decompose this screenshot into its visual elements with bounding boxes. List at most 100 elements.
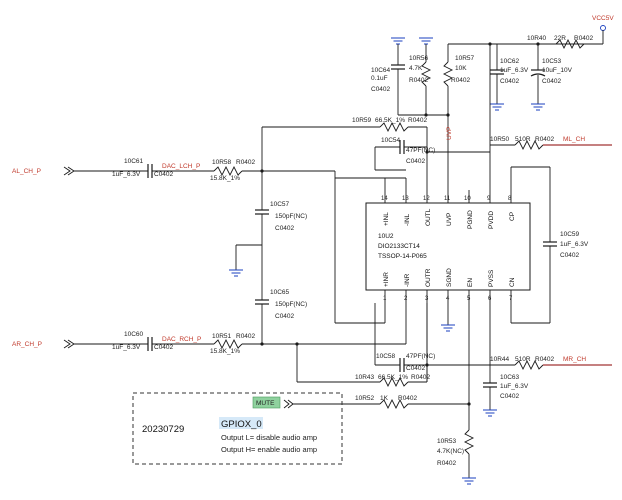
pin-num-9: 9 (487, 196, 491, 202)
enable-network: 10R52 1K R0402 10R53 4.7K(NC) R0402 (292, 303, 476, 485)
c59-pkg: C0402 (560, 252, 580, 259)
pin-name-pvdd: PVDD (488, 211, 495, 229)
net-mr-ch: MR_CH (563, 356, 586, 363)
r50-ref: 10R50 (490, 136, 510, 143)
r58-tol: 15.8K_1% (210, 175, 240, 182)
pin-name-inr-plus: +INR (383, 272, 390, 287)
r53-pkg: R0402 (437, 460, 457, 467)
pin-name-inr-minus: -INR (404, 273, 411, 287)
c53-pkg: C0402 (542, 78, 562, 85)
pin-num-7: 7 (509, 296, 513, 302)
mute-annotation: MUTE 20230729 GPIOX_0 Output L= disable … (132, 392, 343, 465)
c54-pkg: C0402 (406, 158, 426, 165)
r58-ref: 10R58 (212, 159, 232, 166)
r43-pkg: R0402 (411, 374, 431, 381)
pin-num-4: 4 (446, 296, 450, 302)
r59-pkg: R0402 (408, 117, 428, 124)
right-input-path: AR_CH_P 10C60 1uF_6.3V C0402 DAC_RCH_P 1… (12, 289, 431, 388)
c62-value: 1uF_6.3V (500, 67, 529, 74)
c60-ref: 10C60 (124, 331, 144, 338)
c64-value: 0.1uF (371, 75, 388, 82)
c54-value: 47PF(NC) (406, 147, 435, 154)
c54-ref: 10C54 (381, 137, 401, 144)
c64-ref: 10C64 (371, 67, 391, 74)
right-output: 10C58 47PF(NC) C0402 10R44 510R R0402 MR… (374, 303, 612, 382)
r44-ref: 10R44 (490, 356, 510, 363)
pin-num-12: 12 (423, 196, 430, 202)
r44-value: 510R (515, 356, 531, 363)
c61-pkg: C0402 (154, 171, 174, 178)
r57-value: 10K (455, 65, 467, 72)
r59-ref: 10R59 (352, 117, 372, 124)
ic-part: DIO2133CT14 (378, 243, 420, 250)
net-ml-ch: ML_CH (563, 136, 585, 143)
pin-name-en: EN (467, 278, 474, 287)
pin-num-1: 1 (383, 296, 387, 302)
note-date: 20230729 (142, 424, 184, 435)
pin-num-5: 5 (467, 296, 471, 302)
pin-name-pgnd: PGND (467, 210, 474, 229)
c53-value: 10uF_10V (542, 67, 573, 74)
r58-value: R0402 (236, 159, 256, 166)
pin-num-11: 11 (444, 196, 451, 202)
ic-top-pins: 14 13 12 11 10 9 8 (381, 152, 512, 203)
pin-name-inl-plus: +INL (383, 212, 390, 226)
c58-pkg: C0402 (406, 365, 426, 372)
pin-name-outl: OUTL (425, 208, 432, 226)
r40-ref: 10R40 (527, 35, 547, 42)
r56-ref: 10R56 (409, 55, 429, 62)
r43-ref: 10R43 (355, 374, 375, 381)
pin-num-13: 13 (402, 196, 409, 202)
r57-ref: 10R57 (455, 55, 475, 62)
r52-value: 1K (380, 395, 389, 402)
r44-pkg: R0402 (535, 356, 555, 363)
ic-10u2: 14 13 12 11 10 9 8 +INL -INL OUTL UVP PG… (365, 152, 531, 303)
pin-name-inl-minus: -INL (404, 213, 411, 226)
net-dac-rch-p: DAC_RCH_P (162, 336, 201, 343)
c58-value: 47PF(NC) (406, 353, 435, 360)
pin-name-sgnd: SGND (446, 268, 453, 287)
c57-ref: 10C57 (270, 201, 290, 208)
r56-value: 4.7K (409, 65, 423, 72)
net-dac-lch-p: DAC_LCH_P (162, 163, 200, 170)
net-vcc5v: VCC5V (592, 15, 614, 22)
ground-pins (441, 303, 455, 332)
note-line1: Output L= disable audio amp (221, 433, 317, 442)
pin-num-6: 6 (488, 296, 492, 302)
net-uvp: UVP (446, 127, 453, 140)
c61-value: 1uF_6.3V (112, 171, 141, 178)
c53-ref: 10C53 (542, 58, 562, 65)
r53-value: 4.7K(NC) (437, 448, 464, 455)
c62-ref: 10C62 (500, 58, 520, 65)
c64-pkg: C0402 (371, 86, 391, 93)
net-mute: MUTE (256, 400, 275, 407)
r52-ref: 10R52 (355, 395, 375, 402)
r56-pkg: R0402 (409, 77, 429, 84)
note-gpio: GPIOX_0 (221, 419, 262, 430)
plus-input-loop (334, 178, 386, 324)
r51-value: R0402 (236, 333, 256, 340)
left-output: 10C54 47PF(NC) C0402 10R50 510R R0402 ML… (374, 127, 612, 171)
net-ar-ch-p: AR_CH_P (12, 341, 42, 348)
ic-body (365, 202, 531, 291)
c58-ref: 10C58 (376, 353, 396, 360)
r51-tol: 15.8K_1% (210, 348, 240, 355)
r50-value: 510R (515, 136, 531, 143)
c57-value: 150pF(NC) (275, 213, 307, 220)
ic-ref: 10U2 (378, 233, 394, 240)
pin-num-3: 3 (425, 296, 429, 302)
c62-pkg: C0402 (500, 78, 520, 85)
c60-pkg: C0402 (154, 344, 174, 351)
pin-num-14: 14 (381, 196, 388, 202)
ic-top-pin-names: +INL -INL OUTL UVP PGND PVDD CP (383, 208, 516, 229)
supply-filter: VCC5V 10R40 22R R0402 10C62 1uF_6.3V C04… (489, 15, 614, 152)
gpio-highlight (219, 417, 263, 429)
c59-value: 1uF_6.3V (560, 241, 589, 248)
c63-pkg: C0402 (500, 393, 520, 400)
ic-bottom-pins: 1 2 3 4 5 6 7 (383, 290, 513, 303)
c61-ref: 10C61 (124, 158, 144, 165)
pin-name-pvss: PVSS (488, 269, 495, 287)
pin-num-8: 8 (508, 196, 512, 202)
r57-pkg: R0402 (451, 77, 471, 84)
